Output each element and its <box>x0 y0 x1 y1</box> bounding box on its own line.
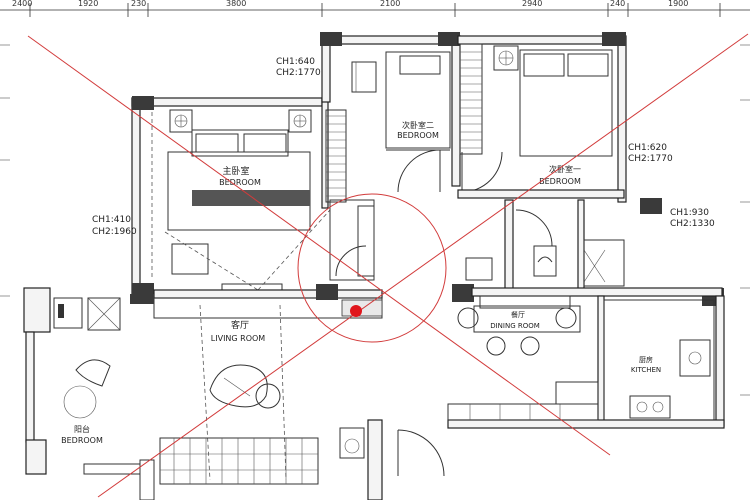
dim-label: 2100 <box>380 0 400 8</box>
kitchen-counter <box>447 403 599 421</box>
sofa <box>159 437 319 485</box>
balcony-en: BEDROOM <box>61 436 103 445</box>
second-bedroom-2-cn: 次卧室二 <box>402 120 434 130</box>
window-note: CH1:410 <box>92 215 131 225</box>
balcony-cn: 阳台 <box>74 424 90 434</box>
dim-label: 2400 <box>12 0 32 8</box>
wardrobe-1 <box>459 43 483 155</box>
window-note: CH2:1770 <box>276 68 321 78</box>
chair <box>486 336 506 356</box>
bed-2 <box>385 51 451 149</box>
dim-label: 1920 <box>78 0 98 8</box>
dining-table <box>473 305 581 333</box>
living-room: 客厅 LIVING ROOM <box>139 199 445 500</box>
second-bedroom-1-cn: 次卧室一 <box>549 164 581 174</box>
red-overlay <box>27 33 749 498</box>
living-room-cn: 客厅 <box>231 319 249 331</box>
center-dot <box>350 305 362 317</box>
bed-1 <box>519 49 613 157</box>
dim-label: 3800 <box>226 0 246 8</box>
living-room-en: LIVING ROOM <box>211 334 266 343</box>
sink <box>679 339 711 377</box>
center-circle <box>297 193 447 343</box>
kitchen-cn: 厨房 <box>639 355 653 364</box>
window-note: CH1:640 <box>276 57 315 67</box>
kitchen: 厨房 KITCHEN <box>447 295 725 429</box>
master-bedroom: 主卧室 BEDROOM <box>131 96 347 299</box>
second-bedroom-1-en: BEDROOM <box>539 177 581 186</box>
dim-label: 1900 <box>668 0 688 8</box>
window-notes: CH1:640 CH2:1770 CH1:620 CH2:1770 CH1:41… <box>92 57 715 237</box>
master-bedroom-en: BEDROOM <box>219 178 261 187</box>
dim-label: 230 <box>131 0 146 8</box>
window-note: CH2:1960 <box>92 227 137 237</box>
second-bedroom-2-en: BEDROOM <box>397 131 439 140</box>
dining-room: 餐厅 DINING ROOM <box>457 287 723 356</box>
stove <box>629 395 671 419</box>
window-note: CH2:1770 <box>628 154 673 164</box>
side-dimension-ticks <box>0 44 750 396</box>
second-bedroom-1: 次卧室一 BEDROOM <box>457 32 627 203</box>
dim-label: 2940 <box>522 0 542 8</box>
window-note: CH1:620 <box>628 143 667 153</box>
master-bedroom-cn: 主卧室 <box>222 165 249 177</box>
dim-label: 240 <box>610 0 625 8</box>
balcony: 阳台 BEDROOM <box>23 287 154 475</box>
dining-room-cn: 餐厅 <box>511 310 525 319</box>
dining-room-en: DINING ROOM <box>490 322 540 330</box>
top-dimension-line: 2400 1920 230 3800 2100 2940 240 1900 <box>0 0 750 17</box>
bed-runner <box>192 190 310 206</box>
window-note: CH1:930 <box>670 208 709 218</box>
lounge-chair <box>209 364 268 408</box>
side-table <box>255 383 281 409</box>
diagonal-line <box>27 35 611 456</box>
kitchen-en: KITCHEN <box>631 366 661 374</box>
chair <box>555 307 577 329</box>
chair <box>520 336 540 356</box>
diagonal-line <box>97 33 749 498</box>
window-note: CH2:1330 <box>670 219 715 229</box>
second-bedroom-2: 次卧室二 BEDROOM <box>320 32 461 193</box>
toilet <box>533 245 557 277</box>
chair <box>457 307 479 329</box>
